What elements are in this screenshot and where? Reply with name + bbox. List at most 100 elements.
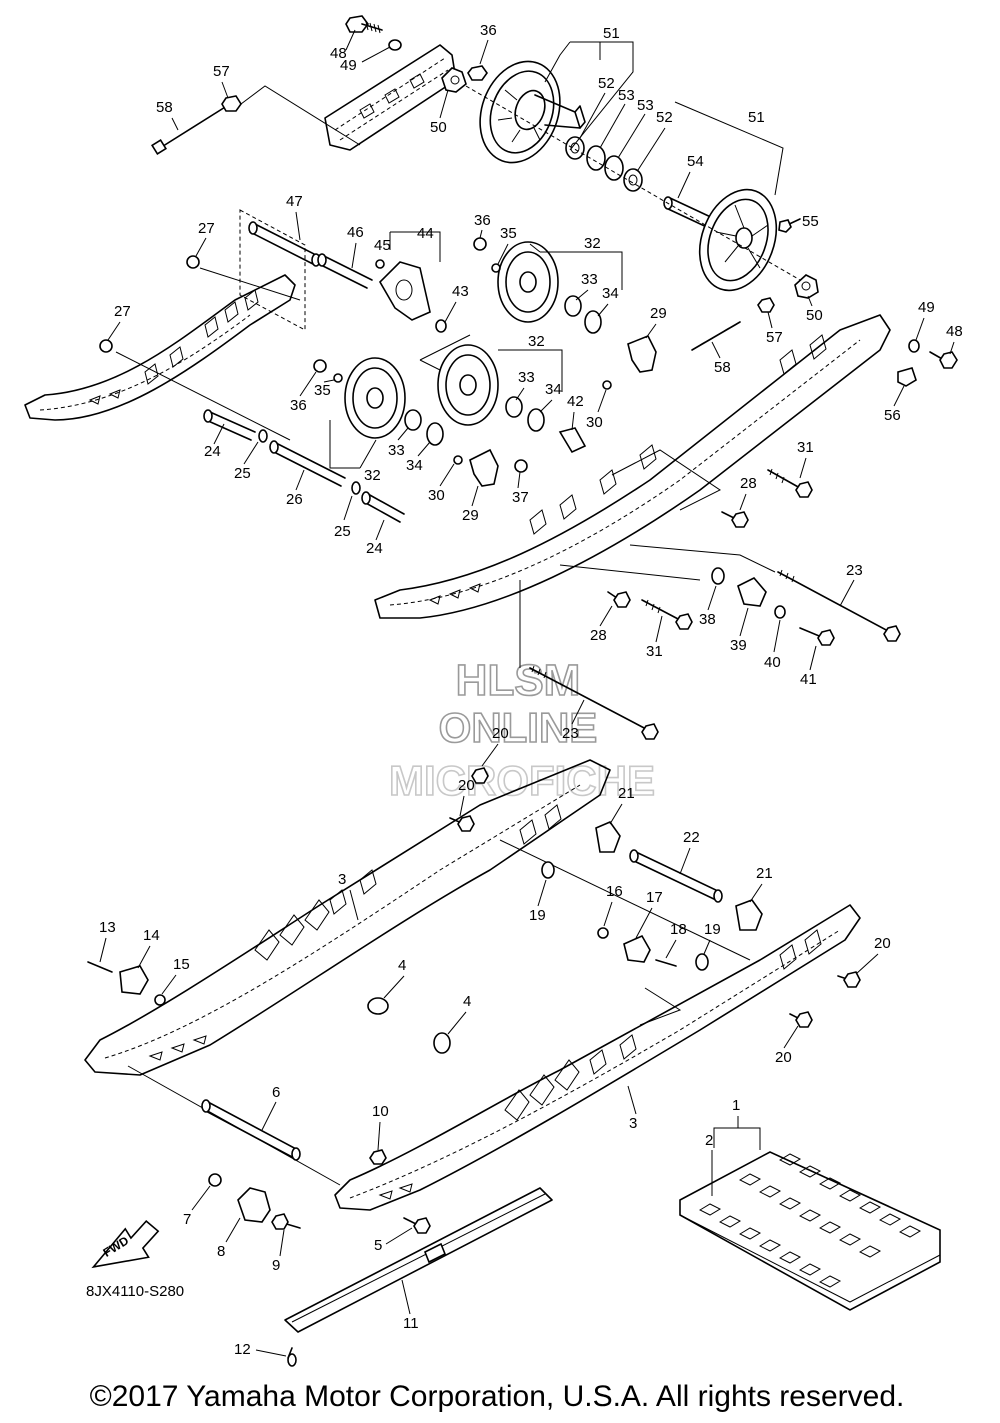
callout-30-upper: 30 — [586, 414, 603, 431]
bolt-20-c — [837, 971, 861, 988]
left-rail-upper — [24, 274, 296, 421]
bolt-20-b — [449, 815, 475, 832]
shaft-6 — [203, 1101, 299, 1159]
circlip-34-middle — [527, 408, 545, 432]
nut-57-right — [757, 297, 775, 313]
callout-11: 11 — [403, 1315, 419, 1332]
bolt-23-upper — [777, 571, 891, 633]
callout-20-d: 20 — [775, 1049, 792, 1066]
bearing-33-upper — [564, 295, 582, 317]
callout-14: 14 — [143, 927, 160, 944]
bolt-30-upper — [602, 380, 612, 390]
bolt-48 — [345, 15, 383, 34]
callout-41: 41 — [800, 671, 817, 688]
idler-wheel-32-middle — [437, 344, 499, 426]
callout-38: 38 — [699, 611, 716, 628]
washer-4-lower — [433, 1032, 451, 1054]
callout-23-lower: 23 — [562, 725, 579, 742]
callout-58-right: 58 — [714, 359, 731, 376]
track-belt-1 — [679, 1151, 941, 1311]
block-14 — [119, 965, 149, 995]
hyfax-slider-11 — [284, 1187, 553, 1333]
bearing-33-left — [404, 409, 422, 431]
callout-28-upper: 28 — [740, 475, 757, 492]
shaft-24-lower — [363, 493, 405, 523]
washer-40 — [774, 605, 786, 619]
callout-32-upper: 32 — [584, 235, 601, 252]
callout-20-a: 20 — [492, 725, 509, 742]
idler-wheel-32-upper — [497, 241, 559, 323]
callout-17: 17 — [646, 889, 663, 906]
spacer-19-right — [695, 953, 709, 971]
callout-18: 18 — [670, 921, 687, 938]
shaft-46 — [318, 255, 373, 289]
callout-19-right: 19 — [704, 921, 721, 938]
watermark-line-3: MICROFICHE — [389, 757, 655, 804]
shaft-24-upper — [205, 411, 256, 441]
callout-32-left: 32 — [364, 467, 381, 484]
callout-15: 15 — [173, 956, 190, 973]
callout-34-upper: 34 — [602, 285, 619, 302]
nut-57 — [221, 95, 242, 112]
callout-50-top: 50 — [430, 119, 447, 136]
spacer-38 — [711, 567, 725, 585]
washer-49-right — [908, 339, 920, 353]
callout-34-left: 34 — [406, 457, 423, 474]
nut-27-lower — [99, 339, 113, 353]
bearing-52-right — [623, 168, 643, 192]
callout-36-left: 36 — [290, 397, 307, 414]
bolt-18 — [655, 959, 677, 967]
cap-56 — [897, 367, 917, 387]
bolt-28-lower — [607, 591, 631, 608]
callout-35-mid: 35 — [500, 225, 517, 242]
callout-58-top: 58 — [156, 99, 173, 116]
watermark-line-2: ONLINE — [439, 704, 598, 751]
callout-24-upper: 24 — [204, 443, 221, 460]
idler-wheel-51-right — [698, 188, 778, 292]
callout-33-left: 33 — [388, 442, 405, 459]
shaft-26 — [271, 442, 346, 487]
slide-rail-3-upper — [84, 759, 611, 1076]
callout-37: 37 — [512, 489, 529, 506]
bolt-20-d — [789, 1011, 813, 1028]
idler-wheel-32-left — [344, 357, 406, 439]
callouts: 48 49 36 51 57 58 50 52 53 53 52 51 54 5… — [99, 22, 963, 1358]
callout-32-middle: 32 — [528, 333, 545, 350]
callout-31-upper: 31 — [797, 439, 814, 456]
callout-7: 7 — [183, 1211, 191, 1228]
callout-9: 9 — [272, 1257, 280, 1274]
callout-27-lower: 27 — [114, 303, 131, 320]
bolt-28-upper — [721, 511, 749, 528]
arm-44 — [379, 261, 431, 321]
callout-25-upper: 25 — [234, 465, 251, 482]
callout-6: 6 — [272, 1084, 280, 1101]
callout-39: 39 — [730, 637, 747, 654]
bearing-52-left — [565, 136, 585, 160]
callout-49-top: 49 — [340, 57, 357, 74]
callout-48-right: 48 — [946, 323, 963, 340]
shaft-47 — [249, 223, 319, 265]
bolt-48-right — [929, 351, 958, 369]
callout-56: 56 — [884, 407, 901, 424]
bolt-41 — [799, 627, 835, 646]
nut-36-mid — [473, 237, 487, 251]
callout-19-left: 19 — [529, 907, 546, 924]
bolt-23-lower — [529, 667, 649, 731]
washer-49 — [388, 39, 402, 51]
callout-36-top: 36 — [480, 22, 497, 39]
callout-45: 45 — [374, 237, 391, 254]
nut-16 — [597, 927, 609, 939]
right-rail-upper — [374, 314, 891, 619]
washer-35-mid — [491, 263, 501, 273]
callout-33-middle: 33 — [518, 369, 535, 386]
callout-30-lower: 30 — [428, 487, 445, 504]
washer-15 — [154, 994, 166, 1006]
bolt-9 — [271, 1213, 301, 1230]
callout-1: 1 — [732, 1097, 740, 1114]
bolt-13 — [87, 961, 113, 973]
nut-10 — [369, 1149, 387, 1165]
block-39 — [737, 577, 767, 607]
callout-57-top: 57 — [213, 63, 230, 80]
callout-29-lower: 29 — [462, 507, 479, 524]
callout-36-mid: 36 — [474, 212, 491, 229]
